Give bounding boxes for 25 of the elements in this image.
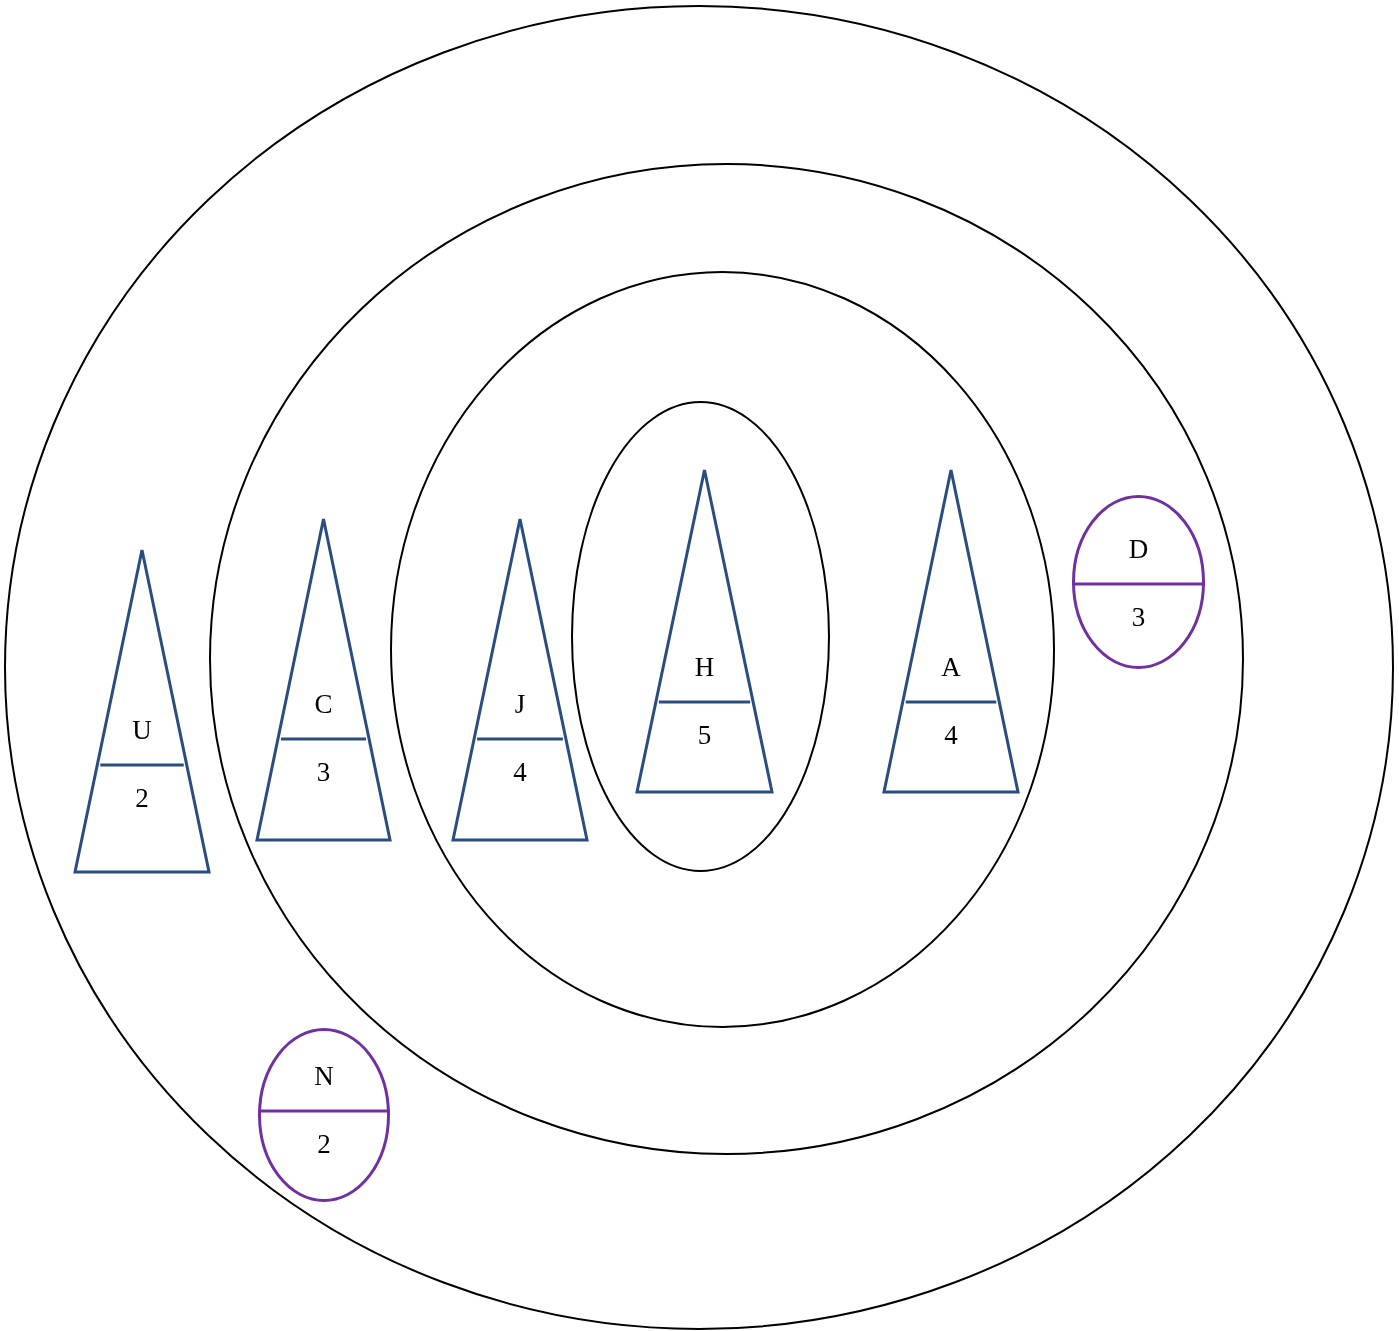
triangle-node bbox=[75, 550, 209, 872]
triangle-node bbox=[453, 519, 587, 840]
oval-node bbox=[1072, 495, 1205, 669]
ellipse-region bbox=[390, 271, 1055, 1028]
oval-node bbox=[258, 1028, 390, 1202]
node-number: 2 bbox=[317, 1129, 331, 1159]
node-letter: D bbox=[1128, 534, 1149, 564]
node-number: 4 bbox=[944, 720, 958, 750]
triangle-node bbox=[257, 519, 390, 840]
node-number: 5 bbox=[697, 720, 712, 750]
node-number: 4 bbox=[513, 757, 527, 787]
node-number: 3 bbox=[316, 757, 331, 787]
ellipse-region bbox=[571, 401, 830, 872]
node-letter: C bbox=[314, 689, 333, 719]
node-letter: H bbox=[694, 652, 715, 682]
node-letter: A bbox=[941, 652, 961, 682]
triangle-node bbox=[637, 470, 772, 792]
ellipse-region bbox=[209, 163, 1244, 1155]
node-letter: U bbox=[132, 715, 152, 745]
node-letter: J bbox=[514, 689, 526, 719]
node-number: 2 bbox=[135, 783, 149, 813]
ellipse-region bbox=[4, 5, 1394, 1330]
node-number: 3 bbox=[1131, 602, 1146, 632]
triangle-node bbox=[884, 470, 1018, 792]
node-letter: N bbox=[314, 1061, 334, 1091]
